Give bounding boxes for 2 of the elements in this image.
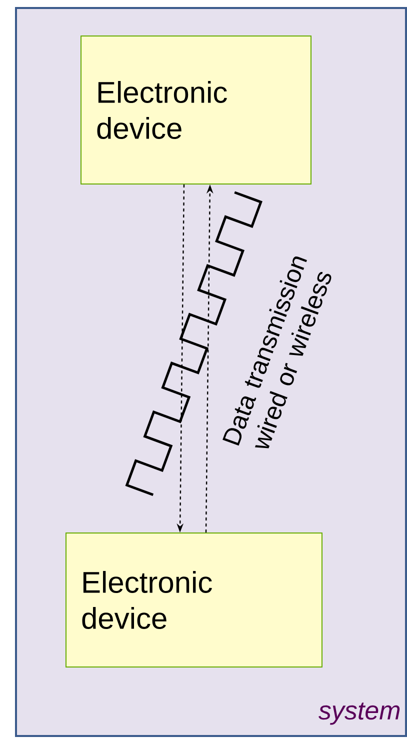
device-box: Electronic device (66, 532, 322, 668)
device-box: Electronic device (80, 36, 312, 184)
